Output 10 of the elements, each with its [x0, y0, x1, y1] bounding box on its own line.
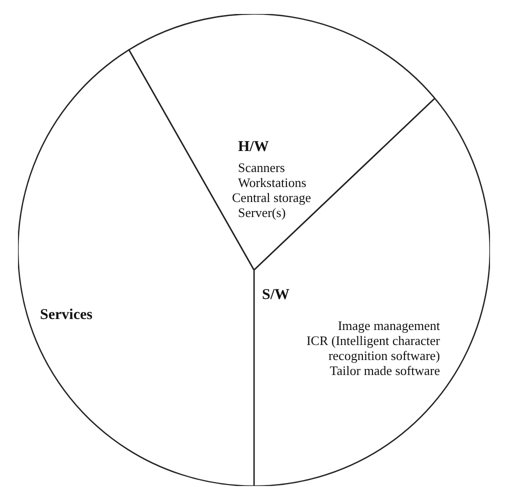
list-item: Workstations	[238, 175, 308, 190]
sector-heading: S/W	[262, 288, 291, 303]
list-item: Image management	[336, 318, 440, 333]
list-item: Scanners	[238, 160, 286, 175]
sector-heading: Services	[40, 308, 94, 323]
list-item: Server(s)	[238, 205, 287, 220]
list-item: Tailor made software	[328, 363, 440, 378]
sector-heading: H/W	[238, 140, 270, 155]
list-item: Central storage	[232, 190, 312, 205]
list-item: ICR (Intelligent character recognition software)	[305, 333, 440, 363]
